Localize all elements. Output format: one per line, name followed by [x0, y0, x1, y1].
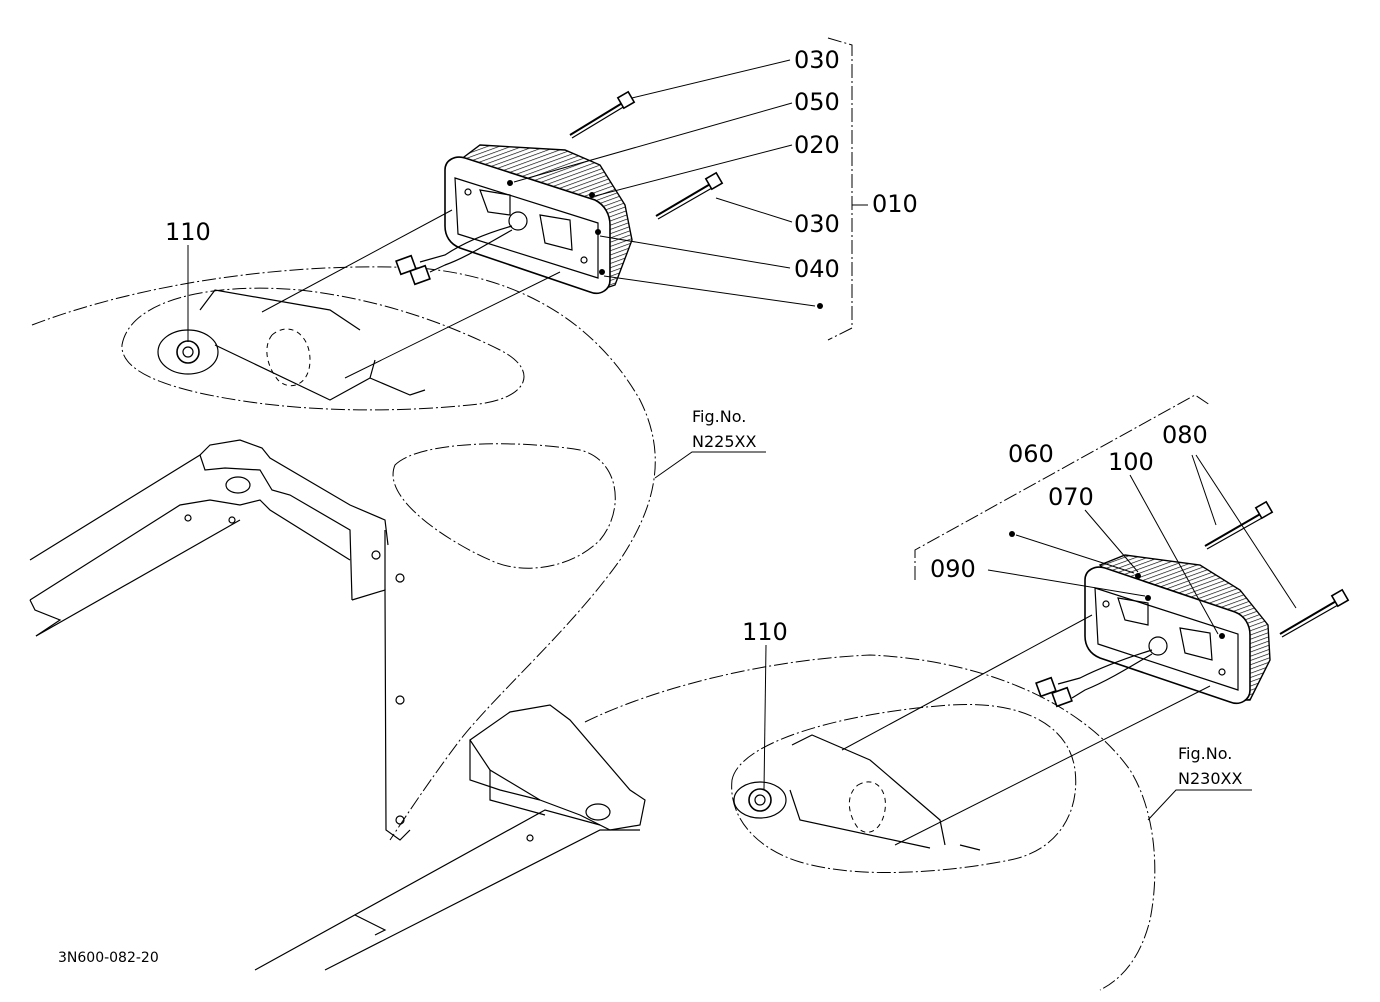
left-chassis-frame: [29, 439, 411, 841]
callout-050: 050: [794, 88, 840, 116]
lower-leader-lines: [763, 454, 1297, 791]
fig-ref-leaders: [654, 451, 1252, 821]
callout-080: 080: [1162, 421, 1208, 449]
left-nut-110: [157, 329, 219, 375]
upper-group-bracket: [827, 37, 868, 341]
callout-020: 020: [794, 131, 840, 159]
fig-ref-label-1: Fig.No.: [692, 407, 746, 426]
callout-110-left: 110: [165, 218, 211, 246]
upper-bolt-030-a: [569, 90, 636, 139]
callout-110-right: 110: [742, 618, 788, 646]
right-nut-110: [733, 781, 787, 819]
drawing-number: 3N600-082-20: [58, 950, 159, 966]
callout-070: 070: [1048, 483, 1094, 511]
right-fender-outline: [584, 654, 1156, 991]
lower-group-bracket: [914, 394, 1211, 580]
lower-bolt-080-a: [1204, 500, 1274, 550]
upper-wire-harness: [395, 225, 513, 286]
lower-bolt-080-b: [1279, 588, 1350, 638]
center-chassis-frame: [254, 704, 646, 971]
callout-010: 010: [872, 190, 918, 218]
callout-100: 100: [1108, 448, 1154, 476]
callout-060: 060: [1008, 440, 1054, 468]
upper-bolt-030-b: [655, 171, 724, 220]
fig-ref-label-2: Fig.No.: [1178, 744, 1232, 763]
fig-ref-number-1: N225XX: [692, 432, 756, 451]
lower-wire-harness: [1035, 649, 1153, 708]
callout-030-lower: 030: [794, 210, 840, 238]
callout-090: 090: [930, 555, 976, 583]
upper-projection-lines: [261, 209, 561, 379]
callout-030-top: 030: [794, 46, 840, 74]
upper-rear-lamp: [444, 144, 633, 295]
upper-leader-lines: [513, 59, 823, 309]
fig-ref-number-2: N230XX: [1178, 769, 1242, 788]
left-fender-outline: [31, 266, 656, 841]
lower-rear-lamp: [1084, 554, 1271, 705]
callout-040: 040: [794, 255, 840, 283]
lower-projection-lines: [841, 614, 1211, 846]
